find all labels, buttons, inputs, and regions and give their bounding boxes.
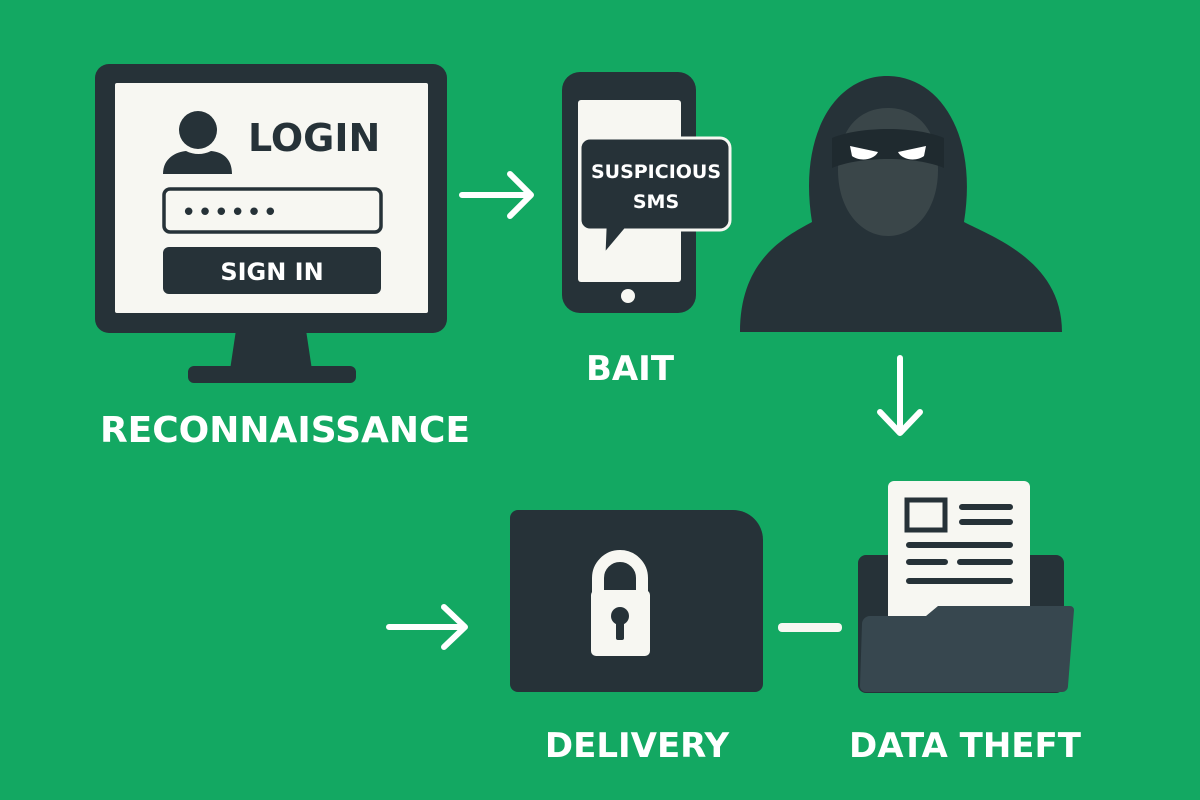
stage-label-bait: BAIT: [586, 349, 675, 389]
hacker-icon: [740, 76, 1062, 332]
sms-bubble: SUSPICIOUS SMS: [578, 136, 732, 260]
monitor-icon: LOGIN •••••• SIGN IN: [95, 64, 447, 383]
password-mask: ••••••: [181, 198, 279, 228]
lock-icon: [591, 550, 650, 656]
sms-line-1: SUSPICIOUS: [591, 161, 721, 183]
arrow-down-icon: [877, 355, 923, 436]
folder-document-icon: [858, 481, 1074, 693]
stage-label-data-theft: DATA THEFT: [849, 726, 1082, 766]
user-icon: [163, 111, 232, 174]
arrow-right-icon: [459, 171, 534, 219]
stage-label-reconnaissance: RECONNAISSANCE: [100, 410, 470, 451]
left-eye: [850, 146, 878, 160]
connector-line: [778, 623, 842, 632]
password-field[interactable]: [162, 187, 383, 234]
arrow-right-icon: [386, 604, 468, 650]
right-eye: [898, 146, 926, 160]
delivery-box: [510, 510, 763, 692]
sign-in-button[interactable]: [163, 247, 381, 294]
stage-label-delivery: DELIVERY: [545, 726, 730, 766]
sign-in-label: SIGN IN: [220, 258, 323, 286]
sms-line-2: SMS: [633, 191, 679, 213]
login-title: LOGIN: [248, 116, 380, 160]
